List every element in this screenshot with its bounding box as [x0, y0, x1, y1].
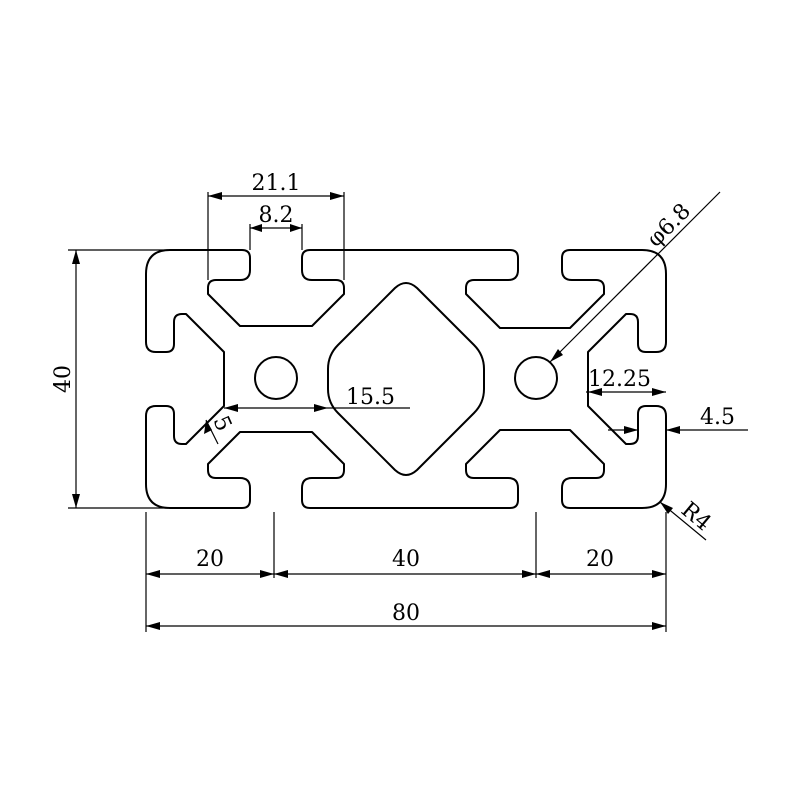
- dim-core-span: 15.5: [346, 385, 395, 410]
- dim-middle-pitch: 40: [392, 547, 420, 572]
- dim-slot-outer-width: 21.1: [252, 171, 301, 196]
- dim-slot-opening: 8.2: [259, 203, 294, 228]
- dim-lip-thickness: 4.5: [700, 405, 735, 430]
- left-core-hole: [254, 356, 298, 400]
- profile-outline: [145, 249, 667, 509]
- dimension-labels: 80 20 40 20 40 21.1 8.2 15.5 5 12.25 4.5…: [51, 171, 735, 626]
- dim-right-pitch: 20: [586, 547, 614, 572]
- dim-hole-diameter: φ6.8: [643, 199, 696, 252]
- center-cavity: [327, 282, 485, 476]
- dim-total-width: 80: [392, 601, 420, 626]
- dim-slot-depth: 12.25: [588, 367, 651, 392]
- dim-height: 40: [51, 365, 76, 393]
- outer-perimeter: [145, 249, 667, 509]
- dim-left-pitch: 20: [196, 547, 224, 572]
- dim-corner-radius: R4: [676, 497, 715, 536]
- dimension-lines: [68, 191, 748, 632]
- right-core-hole: [514, 356, 558, 400]
- dim-wall-thickness: 5: [208, 412, 237, 435]
